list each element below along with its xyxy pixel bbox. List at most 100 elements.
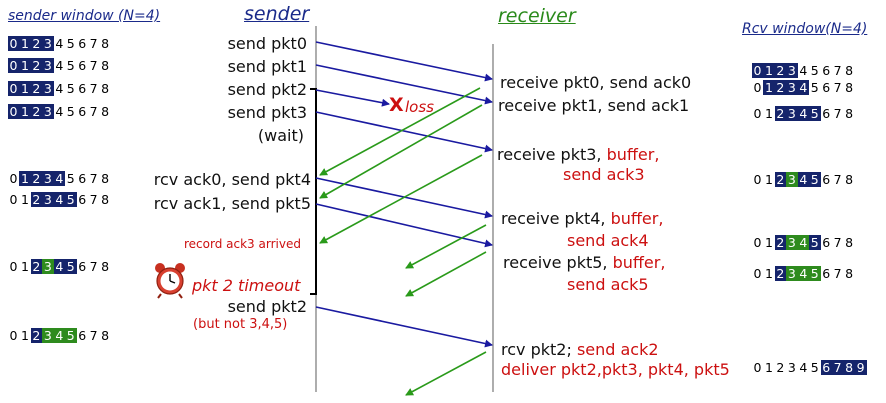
seq-number: 7 — [89, 81, 99, 96]
seq-number: 1 — [20, 192, 30, 207]
seq-number: 3 — [42, 36, 54, 51]
timer-bracket — [310, 88, 317, 295]
buffer-label: buffer, — [612, 253, 666, 272]
seq-number: 6 — [78, 58, 87, 73]
sender-event: rcv ack1, send pkt5 — [153, 194, 311, 213]
seq-number: 1 — [19, 36, 31, 51]
seq-number: 5 — [809, 106, 821, 121]
seq-number: 3 — [786, 80, 798, 95]
seq-number: 7 — [89, 58, 99, 73]
seq-number: 0 — [753, 360, 762, 375]
seq-number: 7 — [89, 192, 99, 207]
seq-number: 4 — [55, 36, 64, 51]
pkt0-arrow — [315, 41, 493, 82]
seq-number: 2 — [30, 259, 43, 274]
sender-event: (wait) — [257, 126, 304, 145]
seq-number: 2 — [30, 192, 43, 207]
seq-number: 4 — [797, 80, 810, 95]
seq-number: 0 — [753, 266, 762, 281]
seq-number: 6 — [78, 81, 87, 96]
seq-number: 8 — [845, 80, 854, 95]
seq-number: 6 — [78, 192, 87, 207]
seq-number: 5 — [65, 328, 77, 343]
seq-number: 1 — [764, 172, 774, 187]
seq-number: 7 — [833, 266, 843, 281]
seq-number: 1 — [19, 104, 31, 119]
seq-number: 4 — [797, 106, 810, 121]
seq-number: 1 — [764, 360, 774, 375]
sender-header: sender — [244, 3, 310, 25]
seq-number: 5 — [809, 172, 821, 187]
seq-number: 4 — [55, 81, 64, 96]
seq-number: 0 — [753, 172, 762, 187]
seq-number: 1 — [20, 328, 30, 343]
seq-number: 5 — [66, 36, 76, 51]
seq-number: 7 — [89, 328, 99, 343]
seq-number: 4 — [799, 63, 808, 78]
pkt2-lost-arrow — [315, 89, 390, 107]
seq-number: 8 — [845, 235, 854, 250]
receiver-event: receive pkt3, buffer, — [497, 145, 659, 164]
receiver-event-text: receive pkt3, — [497, 145, 607, 164]
seq-number: 6 — [822, 106, 831, 121]
seq-number: 4 — [53, 259, 66, 274]
seq-number: 3 — [42, 104, 54, 119]
seq-number: 2 — [30, 171, 43, 186]
record-ack3-note: record ack3 arrived — [184, 237, 301, 251]
seq-number: 3 — [786, 235, 798, 250]
seq-number: 5 — [810, 63, 820, 78]
receiver-event: rcv pkt2; send ack2 — [501, 340, 659, 359]
seq-number: 5 — [809, 266, 821, 281]
loss-x-mark: X — [389, 94, 404, 116]
seq-number: 2 — [774, 235, 787, 250]
pkt2-resend-arrow — [315, 306, 493, 348]
sender-event: send pkt0 — [227, 34, 307, 53]
seq-number: 3 — [42, 171, 54, 186]
seq-number: 2 — [30, 81, 43, 96]
seq-number: 7 — [832, 360, 844, 375]
buffer-label: buffer, — [610, 209, 664, 228]
seq-number: 8 — [845, 106, 854, 121]
rcv-window-header: Rcv window(N=4) — [742, 21, 868, 37]
receiver-event-text: receive pkt4, — [501, 209, 611, 228]
seq-number: 7 — [833, 106, 843, 121]
not-345-note: (but not 3,4,5) — [193, 317, 288, 332]
receiver-header: receiver — [498, 5, 576, 27]
seq-number: 3 — [42, 259, 54, 274]
seq-number: 7 — [89, 36, 99, 51]
seq-number: 4 — [55, 104, 64, 119]
seq-number: 8 — [101, 192, 110, 207]
ack3-arrow — [319, 154, 483, 244]
buffer-label: buffer, — [606, 145, 660, 164]
receiver-event: receive pkt0, send ack0 — [500, 73, 692, 92]
seq-number: 6 — [78, 328, 87, 343]
seq-number: 1 — [763, 63, 775, 78]
seq-number: 6 — [822, 266, 831, 281]
seq-number: 8 — [101, 104, 110, 119]
seq-number: 8 — [101, 81, 110, 96]
seq-number: 1 — [764, 266, 774, 281]
seq-number: 7 — [89, 171, 99, 186]
seq-number: 5 — [810, 80, 820, 95]
seq-number: 1 — [19, 81, 31, 96]
sender-event: send pkt3 — [227, 103, 307, 122]
receiver-event: receive pkt1, send ack1 — [498, 96, 690, 115]
loss-label: loss — [405, 98, 434, 116]
seq-number: 8 — [843, 360, 856, 375]
ack1-arrow — [319, 104, 483, 199]
seq-number: 4 — [799, 360, 808, 375]
timeout-note: pkt 2 timeout — [192, 276, 301, 295]
seq-number: 6 — [822, 63, 831, 78]
seq-number: 8 — [845, 266, 854, 281]
seq-number: 5 — [66, 104, 76, 119]
seq-number: 2 — [774, 63, 787, 78]
seq-number: 8 — [101, 259, 110, 274]
seq-number: 3 — [42, 192, 54, 207]
seq-number: 3 — [42, 81, 54, 96]
seq-number: 7 — [833, 172, 843, 187]
